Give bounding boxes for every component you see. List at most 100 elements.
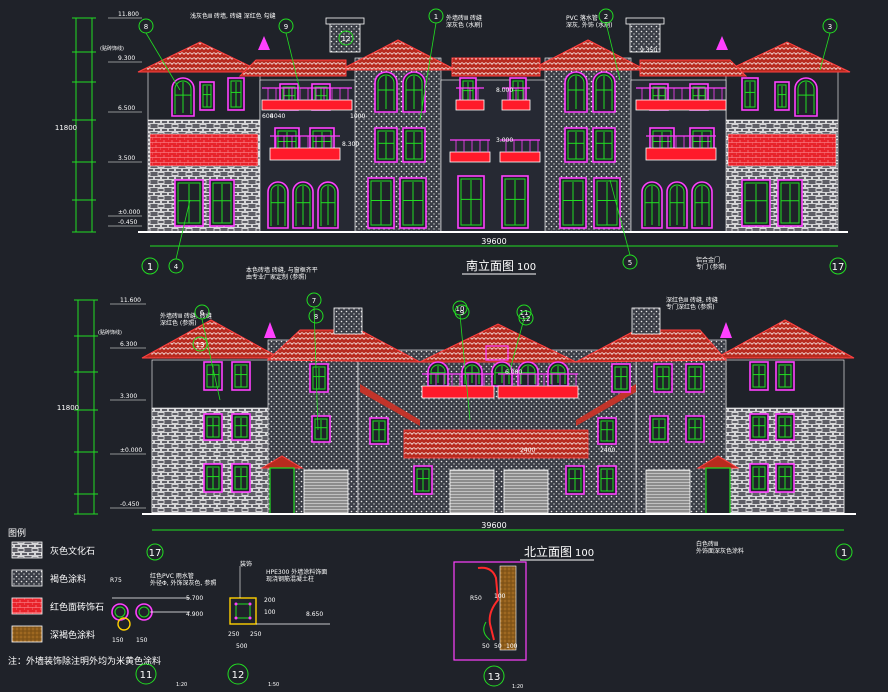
dim-height-north: 11800 bbox=[57, 404, 79, 412]
text-line: 深灰, 外饰 (水刷) bbox=[566, 21, 612, 29]
legend-title: 图例 bbox=[8, 527, 26, 539]
dim-text: 6.000 bbox=[505, 369, 522, 376]
n-finial bbox=[264, 322, 276, 338]
callout-number: 10 bbox=[456, 305, 465, 313]
text-line: 外墙砖Ⅲ 砖缝, 砖缝 bbox=[160, 312, 212, 320]
callout-number: 3 bbox=[828, 23, 832, 31]
legend-label: 褐色涂料 bbox=[50, 573, 86, 585]
text-line: PVC 落水管 bbox=[566, 14, 598, 22]
tile-band-right bbox=[727, 133, 837, 167]
balcony-red bbox=[499, 151, 541, 163]
window-frame bbox=[295, 184, 311, 226]
window-frame bbox=[520, 364, 536, 384]
callout-bubble bbox=[454, 304, 470, 320]
level-mark: 11.800 bbox=[118, 11, 139, 18]
detail-11-note: 红色PVC 雨水管外径Φ, 外饰深灰色, 参照 bbox=[150, 572, 216, 587]
detail-13-frame bbox=[453, 561, 527, 661]
rebar bbox=[248, 616, 252, 620]
dim-text: 8.000 bbox=[496, 87, 513, 94]
window-frame bbox=[430, 364, 446, 384]
dim-height-south: 11800 bbox=[55, 124, 77, 132]
leader-line bbox=[419, 22, 437, 121]
balcony-red bbox=[421, 385, 495, 399]
axis-label: 17 bbox=[149, 548, 162, 559]
annotations: 浅灰色Ⅲ 砖墙, 砖缝 深红色 勾缝外墙砖Ⅲ 砖缝深灰色 (水刷)PVC 落水管… bbox=[98, 8, 838, 555]
pipe-bracket bbox=[117, 617, 131, 631]
n-roof-right bbox=[715, 319, 855, 359]
callout-number: 9 bbox=[284, 23, 288, 31]
axis-bubble bbox=[835, 543, 853, 561]
n-stair-beam bbox=[576, 384, 636, 426]
legend-label: 红色面砖饰石 bbox=[50, 601, 104, 613]
detail-dim: 150 bbox=[136, 637, 148, 644]
callout-number: 4 bbox=[174, 263, 179, 271]
level-mark: 3.300 bbox=[120, 393, 137, 400]
level-mark: ±0.000 bbox=[118, 209, 140, 216]
text-line: 铝合金门 bbox=[696, 256, 720, 264]
leader-line bbox=[313, 306, 319, 431]
title-north-scale: 100 bbox=[575, 548, 594, 559]
tile-band-left bbox=[149, 133, 259, 167]
dim-text: 600 bbox=[262, 113, 274, 120]
dim-text: 9.350 bbox=[640, 47, 657, 54]
detail-bubble bbox=[135, 663, 157, 685]
window-frame bbox=[567, 74, 585, 110]
note: PVC 落水管深灰, 外饰 (水刷) bbox=[566, 14, 612, 29]
roof-tower-left bbox=[339, 39, 457, 71]
legend-note: 注：外墙装饰除注明外均为米黄色涂料 bbox=[8, 655, 161, 667]
window-frame bbox=[270, 184, 286, 226]
window-frame bbox=[405, 74, 423, 110]
entry-door bbox=[705, 467, 731, 515]
n-roof-slope-left bbox=[266, 329, 421, 363]
callout-number: 1 bbox=[434, 13, 438, 21]
callout-number: 5 bbox=[628, 259, 632, 267]
detail-12-note: HPE300 外墙涂料饰面现浇钢筋混凝土柱 bbox=[266, 568, 327, 583]
callout-number: 8 bbox=[144, 23, 148, 31]
dim-text: 2400 bbox=[520, 447, 535, 454]
detail-dim: 5.700 bbox=[186, 595, 203, 602]
callout-number: 6 bbox=[200, 309, 205, 317]
roof-slope-center bbox=[451, 57, 541, 77]
axis-bubble bbox=[146, 543, 164, 561]
balcony-red bbox=[261, 99, 353, 111]
detail-bubble bbox=[227, 663, 249, 685]
level-mark: 9.300 bbox=[118, 55, 135, 62]
pipe-inner bbox=[138, 606, 150, 618]
callout-number: 7 bbox=[312, 297, 316, 305]
legend-swatch bbox=[11, 625, 43, 643]
detail-dim: 250 bbox=[250, 631, 262, 638]
callout-bubble bbox=[518, 310, 534, 326]
leader-line bbox=[145, 32, 181, 91]
text-line: 白色砖Ⅲ bbox=[696, 540, 718, 548]
leader-line bbox=[285, 32, 301, 91]
axis-bubble bbox=[141, 257, 159, 275]
leader-line bbox=[605, 22, 621, 81]
roof-slope-right bbox=[639, 59, 748, 77]
detail-number: 12 bbox=[232, 670, 245, 681]
callout-number: 12 bbox=[522, 315, 531, 323]
detail-bubble bbox=[483, 665, 505, 687]
title-south: 南立面图 bbox=[466, 258, 514, 273]
balcony-red bbox=[449, 151, 491, 163]
detail-dim: 200 bbox=[264, 597, 276, 604]
detail-dim: 100 bbox=[264, 609, 276, 616]
level-mark: -0.450 bbox=[118, 219, 138, 226]
note: 本色砖墙 砖缝, 与窗框齐平由专业厂家定制 (参照) bbox=[246, 266, 318, 281]
n-roof-slope-right bbox=[575, 329, 728, 363]
balcony-red bbox=[269, 147, 341, 161]
text-line: 外墙砖Ⅲ 砖缝 bbox=[446, 14, 482, 22]
rebar bbox=[234, 602, 238, 606]
garage-door bbox=[645, 469, 691, 515]
callout-number: 12 bbox=[342, 35, 351, 43]
balcony-red bbox=[497, 385, 579, 399]
text-line: 深红色 (参照) bbox=[160, 319, 197, 327]
finial-left bbox=[258, 36, 270, 50]
roof-slope-left bbox=[238, 59, 347, 77]
window-frame bbox=[494, 364, 510, 384]
roof-right bbox=[723, 41, 851, 73]
window-frame bbox=[174, 80, 192, 114]
legend-swatch bbox=[11, 569, 43, 587]
detail-dim: 100 bbox=[506, 643, 518, 650]
